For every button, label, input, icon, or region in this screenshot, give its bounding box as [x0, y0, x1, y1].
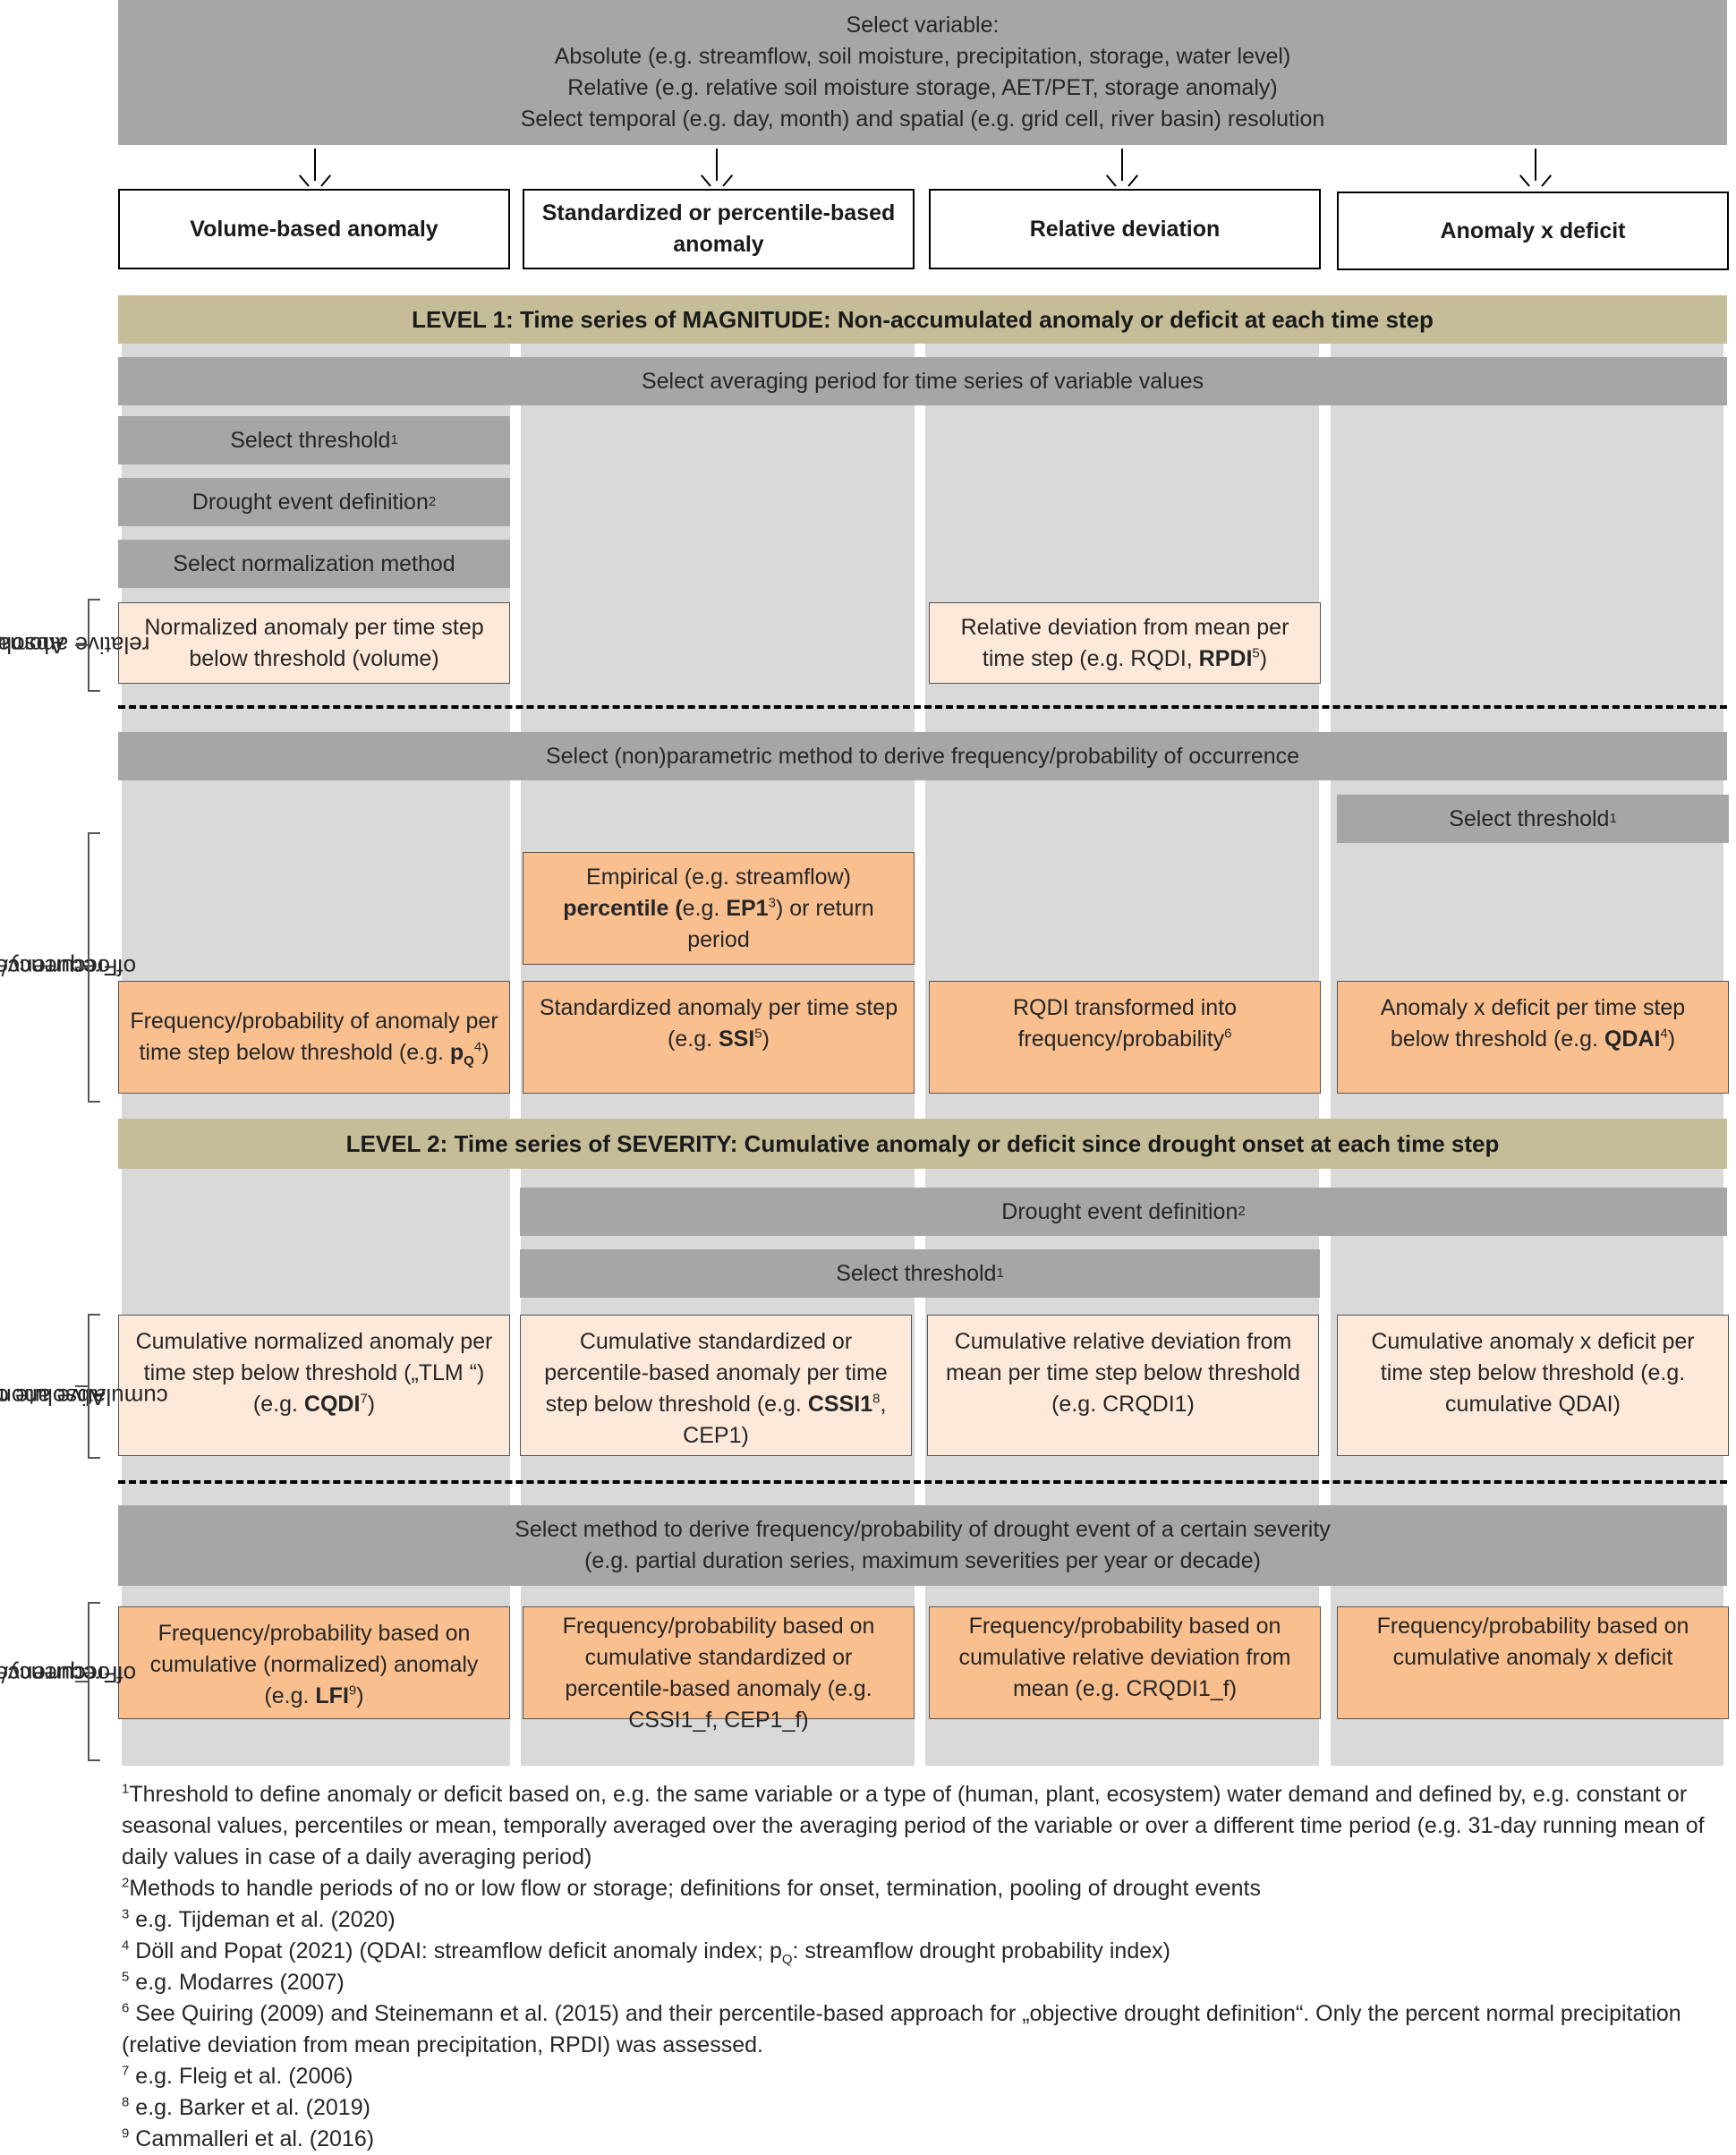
variable-line-3: Relative (e.g. relative soil moisture st… — [567, 75, 1278, 100]
level1-title: LEVEL 1: Time series of MAGNITUDE: Non-a… — [118, 295, 1727, 344]
footnotes: 1Threshold to define anomaly or deficit … — [122, 1779, 1723, 2155]
brace-tip — [75, 644, 88, 646]
cumulative-relative-box: Cumulative relative deviation from mean … — [927, 1315, 1319, 1456]
frequency-cumulative-relative-box: Frequency/probability based on cumulativ… — [929, 1606, 1321, 1719]
column-header-standardized: Standardized or percentile-based anomaly — [523, 189, 915, 269]
normalized-anomaly-box: Normalized anomaly per time step below t… — [118, 602, 510, 684]
brace-icon — [88, 1314, 100, 1459]
level2-title: LEVEL 2: Time series of SEVERITY: Cumula… — [118, 1119, 1727, 1169]
side-label-cumulative-anomaly: Absolute or relativecumulative anomaly — [0, 1383, 168, 1410]
column-header-volume: Volume-based anomaly — [118, 189, 510, 269]
variable-line-2: Absolute (e.g. streamflow, soil moisture… — [554, 44, 1291, 69]
cumulative-standardized-box: Cumulative standardized or percentile-ba… — [520, 1315, 912, 1456]
select-variable-box: Select variable: Absolute (e.g. streamfl… — [118, 0, 1727, 145]
footnote-5: 5 e.g. Modarres (2007) — [122, 1969, 345, 1995]
rqdi-transformed-box: RQDI transformed into frequency/probabil… — [929, 981, 1321, 1094]
brace-tip — [75, 1385, 88, 1387]
brace-tip — [75, 1681, 88, 1682]
brace-icon — [88, 832, 100, 1103]
dashed-divider — [118, 705, 1727, 709]
variable-line-1: Select variable: — [846, 13, 1000, 38]
column-header-anomaly-deficit: Anomaly x deficit — [1337, 192, 1729, 270]
footnote-1: 1Threshold to define anomaly or deficit … — [122, 1781, 1705, 1870]
footnote-2: 2Methods to handle periods of no or low … — [122, 1875, 1261, 1901]
footnote-9: 9 Cammalleri et al. (2016) — [122, 2125, 375, 2151]
brace-tip — [75, 967, 88, 968]
frequency-cumulative-anomaly-deficit-box: Frequency/probability based on cumulativ… — [1337, 1606, 1729, 1719]
brace-icon — [88, 599, 100, 692]
cumulative-anomaly-deficit-box: Cumulative anomaly x deficit per time st… — [1337, 1315, 1729, 1456]
frequency-cumulative-normalized-box: Frequency/probability based on cumulativ… — [118, 1606, 510, 1719]
footnote-7: 7 e.g. Fleig et al. (2006) — [122, 2063, 353, 2089]
column-header-relative: Relative deviation — [929, 189, 1321, 269]
normalization-method-bar: Select normalization method — [118, 540, 510, 588]
footnote-4: 4 Döll and Popat (2021) (QDAI: streamflo… — [122, 1938, 1170, 1967]
footnote-6: 6 See Quiring (2009) and Steinemann et a… — [122, 2000, 1681, 2057]
parametric-method-bar: Select (non)parametric method to derive … — [118, 732, 1727, 780]
relative-deviation-box: Relative deviation from mean per time st… — [929, 602, 1321, 684]
averaging-period-bar: Select averaging period for time series … — [118, 357, 1727, 405]
footnote-8: 8 e.g. Barker et al. (2019) — [122, 2094, 370, 2120]
empirical-percentile-box: Empirical (e.g. streamflow) percentile (… — [523, 852, 915, 965]
cumulative-normalized-box: Cumulative normalized anomaly per time s… — [118, 1315, 510, 1456]
anomaly-deficit-box: Anomaly x deficit per time step below th… — [1337, 981, 1729, 1094]
severity-method-bar: Select method to derive frequency/probab… — [118, 1505, 1727, 1586]
footnote-3: 3 e.g. Tijdeman et al. (2020) — [122, 1906, 396, 1932]
side-label-absolute-relative-anomaly: Absolute orrelative anomaly — [0, 631, 150, 659]
dashed-divider — [118, 1480, 1727, 1484]
variable-line-4: Select temporal (e.g. day, month) and sp… — [520, 106, 1325, 132]
brace-icon — [88, 1602, 100, 1761]
frequency-anomaly-box: Frequency/probability of anomaly per tim… — [118, 981, 510, 1094]
frequency-cumulative-standardized-box: Frequency/probability based on cumulativ… — [523, 1606, 915, 1733]
standardized-anomaly-box: Standardized anomaly per time step (e.g.… — [523, 981, 915, 1094]
